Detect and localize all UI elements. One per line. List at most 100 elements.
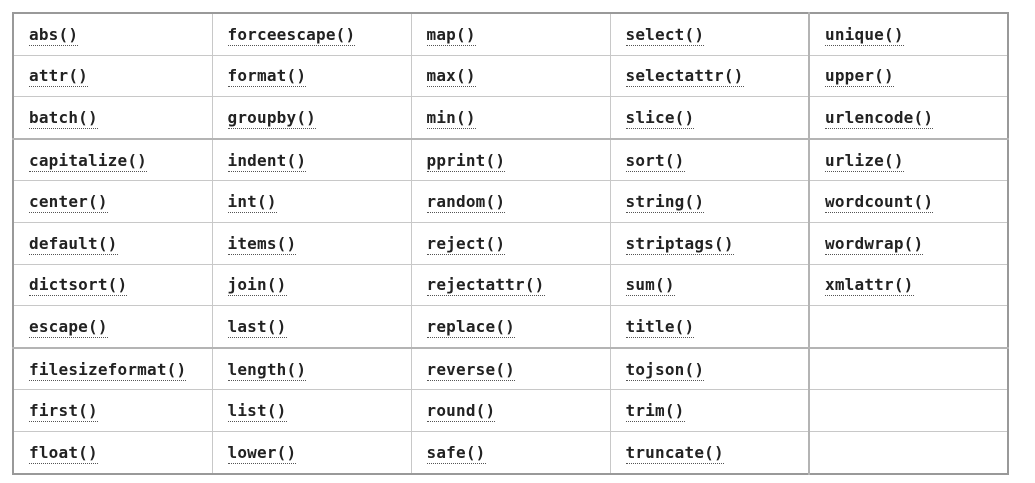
filter-link-replace[interactable]: replace() — [426, 316, 515, 338]
empty-cell — [808, 389, 1009, 432]
filter-link-sum[interactable]: sum() — [625, 275, 675, 297]
table-cell: round() — [410, 389, 611, 432]
filter-link-length[interactable]: length() — [227, 359, 307, 381]
filter-link-format[interactable]: format() — [227, 66, 307, 88]
filter-link-sort[interactable]: sort() — [625, 150, 685, 172]
filter-link-wordcount[interactable]: wordcount() — [825, 192, 934, 214]
table-cell: safe() — [410, 430, 611, 475]
filter-link-attr[interactable]: attr() — [29, 66, 88, 88]
filter-link-truncate[interactable]: truncate() — [625, 442, 724, 464]
filter-link-dictsort[interactable]: dictsort() — [29, 275, 128, 297]
table-cell: striptags() — [609, 221, 810, 265]
filter-link-lower[interactable]: lower() — [227, 442, 297, 464]
table-cell: urlize() — [808, 138, 1009, 182]
table-cell: min() — [410, 96, 611, 140]
table-cell: join() — [211, 263, 412, 307]
filter-link-first[interactable]: first() — [29, 401, 98, 423]
table-cell: float() — [12, 430, 213, 475]
table-cell: urlencode() — [808, 96, 1009, 140]
table-cell: last() — [211, 305, 412, 349]
filter-link-join[interactable]: join() — [227, 275, 287, 297]
filter-link-filesizeformat[interactable]: filesizeformat() — [29, 359, 187, 381]
table-cell: truncate() — [609, 430, 810, 475]
table-row: float() lower() safe() truncate() — [12, 430, 1009, 475]
table-cell: upper() — [808, 54, 1009, 98]
table-cell: map() — [410, 12, 611, 56]
filter-link-urlencode[interactable]: urlencode() — [825, 107, 934, 129]
table-cell: indent() — [211, 138, 412, 182]
filter-link-map[interactable]: map() — [426, 24, 476, 46]
filter-link-int[interactable]: int() — [227, 192, 277, 214]
table-row: capitalize() indent() pprint() sort() ur… — [12, 138, 1009, 182]
filter-link-escape[interactable]: escape() — [29, 316, 108, 338]
table-cell: dictsort() — [12, 263, 213, 307]
table-cell: replace() — [410, 305, 611, 349]
filter-link-min[interactable]: min() — [426, 107, 476, 129]
table-cell: slice() — [609, 96, 810, 140]
table-cell: default() — [12, 221, 213, 265]
filter-link-safe[interactable]: safe() — [426, 442, 486, 464]
filter-link-tojson[interactable]: tojson() — [625, 359, 705, 381]
table-cell: wordcount() — [808, 180, 1009, 223]
table-row: first() list() round() trim() — [12, 389, 1009, 432]
table-cell: pprint() — [410, 138, 611, 182]
filter-link-pprint[interactable]: pprint() — [426, 150, 506, 172]
table-cell: length() — [211, 347, 412, 391]
builtin-filters-table: abs() forceescape() map() select() uniqu… — [12, 12, 1009, 475]
table-cell: first() — [12, 389, 213, 432]
filter-link-default[interactable]: default() — [29, 233, 118, 255]
table-cell: random() — [410, 180, 611, 223]
filter-link-indent[interactable]: indent() — [227, 150, 307, 172]
table-cell: items() — [211, 221, 412, 265]
filter-link-float[interactable]: float() — [29, 442, 98, 464]
filter-link-unique[interactable]: unique() — [825, 24, 904, 46]
table-cell: escape() — [12, 305, 213, 349]
table-cell: unique() — [808, 12, 1009, 56]
table-cell: sort() — [609, 138, 810, 182]
table-cell: attr() — [12, 54, 213, 98]
filter-link-random[interactable]: random() — [426, 192, 506, 214]
filter-link-last[interactable]: last() — [227, 316, 287, 338]
filter-link-max[interactable]: max() — [426, 66, 476, 88]
filter-link-batch[interactable]: batch() — [29, 107, 98, 129]
filter-link-groupby[interactable]: groupby() — [227, 107, 316, 129]
filter-link-forceescape[interactable]: forceescape() — [227, 24, 356, 46]
filter-link-capitalize[interactable]: capitalize() — [29, 150, 147, 172]
table-cell: rejectattr() — [410, 263, 611, 307]
filter-link-abs[interactable]: abs() — [29, 24, 79, 46]
table-cell: trim() — [609, 389, 810, 432]
table-cell: int() — [211, 180, 412, 223]
table-cell: title() — [609, 305, 810, 349]
filter-link-list[interactable]: list() — [227, 401, 287, 423]
filter-link-urlize[interactable]: urlize() — [825, 150, 904, 172]
table-cell: selectattr() — [609, 54, 810, 98]
table-cell: forceescape() — [211, 12, 412, 56]
table-row: abs() forceescape() map() select() uniqu… — [12, 12, 1009, 56]
empty-cell — [808, 305, 1009, 349]
filter-link-select[interactable]: select() — [625, 24, 705, 46]
filter-link-wordwrap[interactable]: wordwrap() — [825, 233, 924, 255]
filter-link-striptags[interactable]: striptags() — [625, 233, 734, 255]
filter-link-items[interactable]: items() — [227, 233, 297, 255]
table-cell: lower() — [211, 430, 412, 475]
filter-link-xmlattr[interactable]: xmlattr() — [825, 275, 914, 297]
filter-link-string[interactable]: string() — [625, 192, 705, 214]
table-cell: abs() — [12, 12, 213, 56]
table-row: filesizeformat() length() reverse() tojs… — [12, 347, 1009, 391]
table-cell: capitalize() — [12, 138, 213, 182]
table-cell: format() — [211, 54, 412, 98]
table-cell: string() — [609, 180, 810, 223]
filter-link-trim[interactable]: trim() — [625, 401, 685, 423]
filter-link-upper[interactable]: upper() — [825, 66, 894, 88]
filter-link-reverse[interactable]: reverse() — [426, 359, 515, 381]
filter-link-title[interactable]: title() — [625, 316, 695, 338]
table-cell: groupby() — [211, 96, 412, 140]
filter-link-rejectattr[interactable]: rejectattr() — [426, 275, 545, 297]
filter-link-round[interactable]: round() — [426, 401, 496, 423]
table-cell: select() — [609, 12, 810, 56]
filter-link-reject[interactable]: reject() — [426, 233, 506, 255]
filter-link-selectattr[interactable]: selectattr() — [625, 66, 744, 88]
filter-link-center[interactable]: center() — [29, 192, 108, 214]
table-row: dictsort() join() rejectattr() sum() xml… — [12, 263, 1009, 307]
filter-link-slice[interactable]: slice() — [625, 107, 695, 129]
